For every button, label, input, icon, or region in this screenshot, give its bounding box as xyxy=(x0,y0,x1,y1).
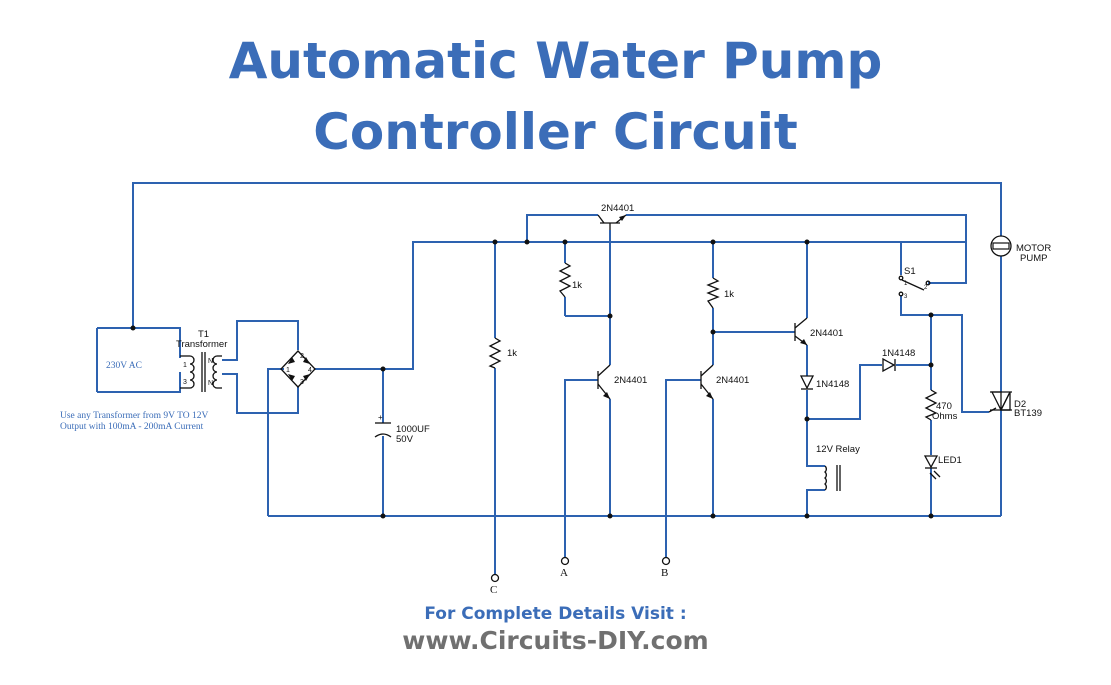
wires xyxy=(96,182,1002,574)
switch-label: S1 xyxy=(904,266,916,277)
probe-b: B xyxy=(661,556,671,579)
motor-label-line2: PUMP xyxy=(1020,253,1047,264)
diode-1n4148-horizontal: 1N4148 xyxy=(882,348,915,373)
ac-source-label: 230V AC xyxy=(106,361,142,371)
relay-label: 12V Relay xyxy=(816,444,860,455)
diode-d1-label: 1N4148 xyxy=(882,348,915,359)
bridge-pin3: 3 xyxy=(300,379,304,386)
diode-1n4148-vertical: 1N4148 xyxy=(799,375,849,390)
t1-pin3: 3 xyxy=(183,379,187,386)
q3-label: 2N4401 xyxy=(716,375,749,386)
bridge-pin4: 4 xyxy=(308,367,312,374)
relay-12v: 12V Relay xyxy=(816,444,860,491)
page-title-line2: Controller Circuit xyxy=(313,103,798,161)
probe-c-label: C xyxy=(490,584,497,596)
r-q1-label: 1k xyxy=(572,280,582,291)
triac-name-label: D2 xyxy=(1014,399,1026,410)
q2-label: 2N4401 xyxy=(810,328,843,339)
motor-pump: MOTOR PUMP xyxy=(990,235,1051,264)
capacitor-1000uf: + 1000UF 50V xyxy=(374,413,430,445)
transistor-top-2n4401: 2N4401 xyxy=(597,203,634,230)
led1: LED1 xyxy=(923,455,962,480)
svg-text:+: + xyxy=(378,413,383,422)
r-q3-label: 1k xyxy=(724,289,734,300)
ac-source: 230V AC xyxy=(106,361,142,371)
bridge-pin2: 2 xyxy=(300,353,304,360)
probe-b-label: B xyxy=(661,567,668,579)
resistor-1k-c: 1k xyxy=(488,337,517,369)
junction-dots xyxy=(130,239,934,519)
transformer-note-line2: Output with 100mA - 200mA Current xyxy=(60,422,204,432)
t1-label: T1 xyxy=(198,329,209,340)
transistor-q1-2n4401: 2N4401 xyxy=(597,364,647,400)
transistor-q4-2n4401: 2N4401 xyxy=(794,317,843,346)
resistor-470-ohms: 470 Ohms xyxy=(924,389,958,422)
svg-text:3: 3 xyxy=(904,294,908,300)
page-title-line1: Automatic Water Pump xyxy=(228,32,883,90)
bridge-rectifier: 2 1 3 4 xyxy=(280,350,316,388)
triac-part-label: BT139 xyxy=(1014,408,1042,419)
transformer-label: Transformer xyxy=(176,339,227,350)
cap-voltage-label: 50V xyxy=(396,434,414,445)
bridge-pin1: 1 xyxy=(286,367,290,374)
transformer-t1: T1 Transformer 1 3 N N xyxy=(176,329,227,392)
resistor-1k-q3: 1k xyxy=(706,277,734,309)
r-led-value: 470 xyxy=(936,401,952,412)
probe-a: A xyxy=(560,556,570,579)
triac-bt139: D2 BT139 xyxy=(988,391,1042,419)
r-c-label: 1k xyxy=(507,348,517,359)
t1-n1: N xyxy=(208,358,213,365)
motor-label-line1: MOTOR xyxy=(1016,243,1051,254)
t1-n2: N xyxy=(208,380,213,387)
r-led-unit: Ohms xyxy=(932,411,958,422)
q-top-label: 2N4401 xyxy=(601,203,634,214)
footer-visit-text: For Complete Details Visit : xyxy=(424,604,687,624)
resistor-1k-q1: 1k xyxy=(558,262,582,298)
svg-text:2: 2 xyxy=(924,285,928,291)
probe-c: C xyxy=(490,573,500,596)
switch-s1: S1 1 2 3 xyxy=(898,266,931,300)
transistor-q3-2n4401: 2N4401 xyxy=(700,364,749,400)
diode-d2-label: 1N4148 xyxy=(816,379,849,390)
svg-text:1: 1 xyxy=(904,281,908,287)
q1-label: 2N4401 xyxy=(614,375,647,386)
footer-website-url: www.Circuits-DIY.com xyxy=(402,626,709,655)
probe-a-label: A xyxy=(560,567,568,579)
transformer-note-line1: Use any Transformer from 9V TO 12V xyxy=(60,410,208,421)
led-label: LED1 xyxy=(938,455,962,466)
t1-pin1: 1 xyxy=(183,362,187,369)
cap-value-label: 1000UF xyxy=(396,424,430,435)
